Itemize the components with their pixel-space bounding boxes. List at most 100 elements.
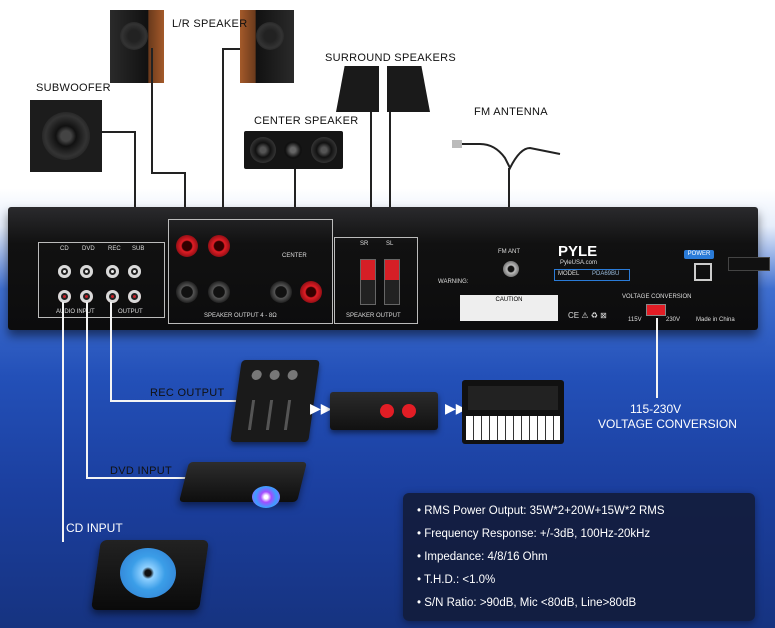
center-label: CENTER	[282, 253, 307, 259]
wire-dvd-input	[86, 302, 88, 479]
made-in-label: Made in China	[696, 317, 735, 323]
wire-right-speaker-h	[222, 48, 240, 50]
spec-row: • S/N Ratio: >90dB, Mic <80dB, Line>80dB	[417, 597, 637, 609]
right-plus-terminal[interactable]	[208, 235, 230, 257]
amplifier-back-panel: CD DVD REC SUB AUDIO INPUT OUTPUT CENTER…	[8, 207, 770, 330]
v230-label: 230V	[666, 317, 681, 323]
center-speaker-label: CENTER SPEAKER	[254, 115, 359, 127]
power-cord	[728, 257, 770, 271]
warning-label: WARNING:	[438, 279, 469, 285]
voltage-range-label: 115-230V	[630, 402, 682, 416]
brand-logo: PYLE	[558, 243, 598, 260]
wire-voltage	[656, 318, 658, 398]
power-socket[interactable]	[694, 263, 712, 281]
mixer-fader-2	[265, 400, 274, 430]
center-woofer-right	[311, 137, 337, 163]
dvd-player	[179, 462, 307, 502]
audio-input-section	[38, 242, 165, 318]
wire-cd-input	[62, 302, 64, 542]
surround-speakers-label: SURROUND SPEAKERS	[325, 52, 457, 64]
fm-antenna-label: FM ANTENNA	[474, 106, 548, 118]
subwoofer-cone	[42, 112, 90, 160]
wire-left-speaker-h	[151, 172, 185, 174]
dvd-jack-l[interactable]	[80, 265, 93, 278]
dvd-disc	[252, 486, 280, 508]
center-woofer-left	[250, 137, 276, 163]
left-speaker-woofer	[120, 22, 148, 50]
caution-text: CAUTION	[495, 297, 523, 303]
cd-jack-r[interactable]	[58, 290, 71, 303]
rec-jack-l[interactable]	[106, 265, 119, 278]
dvd-label: DVD	[82, 246, 95, 252]
rec-jack-r[interactable]	[106, 290, 119, 303]
output-label: OUTPUT	[118, 309, 143, 315]
wire-rec-output	[110, 302, 112, 401]
voltage-conversion-caption: VOLTAGE CONVERSION	[598, 417, 737, 431]
fm-ant-label: FM ANT	[498, 249, 520, 255]
surround-speaker-left	[336, 66, 379, 112]
lr-speaker-label: L/R SPEAKER	[172, 18, 248, 30]
mixer-fader-1	[247, 400, 256, 430]
spec-panel: • RMS Power Output: 35W*2+20W+15W*2 RMS …	[403, 493, 755, 621]
model-plate	[554, 269, 630, 281]
left-plus-terminal[interactable]	[176, 235, 198, 257]
spec-row: • T.H.D.: <1.0%	[417, 574, 496, 586]
cd-label: CD	[60, 246, 69, 252]
wire-subwoofer-down	[134, 131, 136, 263]
fm-antenna-wire	[452, 140, 561, 171]
mixer-knob-2	[268, 370, 281, 380]
sub-label: SUB	[132, 246, 145, 252]
dvd-input-label: DVD INPUT	[110, 465, 172, 477]
synthesizer	[462, 380, 564, 444]
rec-label: REC	[108, 246, 121, 252]
cert-icons: CE ⚠ ♻ ⊠	[568, 311, 607, 320]
center-tweeter	[284, 141, 302, 159]
left-minus-terminal[interactable]	[176, 281, 198, 303]
wire-surround-r	[389, 112, 391, 262]
sl-clip-terminal[interactable]	[384, 259, 400, 305]
surround-output-section	[334, 237, 418, 324]
voltage-conversion-label: VOLTAGE CONVERSION	[622, 294, 692, 300]
brand-url: PyleUSA.com	[560, 260, 598, 266]
power-label: POWER	[687, 251, 711, 257]
subwoofer-label: SUBWOOFER	[36, 82, 111, 94]
synth-panel	[468, 386, 558, 410]
interface-knob-1	[380, 404, 394, 418]
audio-input-label: AUDIO INPUT	[56, 309, 95, 315]
mixer-fader-3	[283, 400, 292, 430]
sub-jack-r[interactable]	[128, 290, 141, 303]
model-value: PDA69BU	[592, 271, 620, 277]
center-plus-terminal[interactable]	[300, 281, 322, 303]
fm-ant-connector[interactable]	[503, 261, 519, 277]
sl-label: SL	[386, 241, 394, 247]
wire-right-speaker	[222, 48, 224, 238]
power-badge: POWER	[684, 250, 714, 259]
sr-clip-terminal[interactable]	[360, 259, 376, 305]
wire-left-speaker	[151, 48, 153, 173]
rec-output-label: REC OUTPUT	[150, 387, 225, 399]
interface-knob-2	[402, 404, 416, 418]
right-minus-terminal[interactable]	[208, 281, 230, 303]
voltage-switch[interactable]	[646, 304, 666, 316]
wire-subwoofer	[102, 131, 135, 133]
speaker-output-section	[168, 219, 333, 324]
speaker-output-label: SPEAKER OUTPUT 4 - 8Ω	[204, 313, 277, 319]
cd-disc	[120, 548, 176, 598]
mixer-knob-1	[250, 370, 263, 380]
mixer-knob-3	[286, 370, 299, 380]
spec-row: • Frequency Response: +/-3dB, 100Hz-20kH…	[417, 528, 651, 540]
model-label: MODEL	[558, 271, 580, 277]
synth-keys	[466, 416, 560, 440]
center-minus-terminal[interactable]	[270, 281, 292, 303]
cd-jack-l[interactable]	[58, 265, 71, 278]
dvd-jack-r[interactable]	[80, 290, 93, 303]
sub-jack[interactable]	[128, 265, 141, 278]
cd-input-label: CD INPUT	[66, 521, 123, 535]
wire-rec-output-h	[110, 400, 242, 402]
surround-speaker-right	[387, 66, 430, 112]
caution-label: CAUTION	[460, 295, 558, 321]
arrow-2: ▶▶	[445, 400, 467, 416]
sr-label: SR	[360, 241, 369, 247]
right-speaker-woofer	[256, 22, 284, 50]
audio-mixer	[230, 360, 320, 442]
